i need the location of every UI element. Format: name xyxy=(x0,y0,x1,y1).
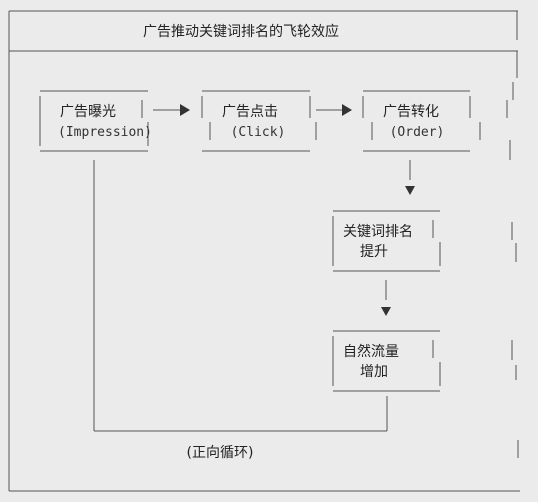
arrow-click-to-order xyxy=(316,104,352,116)
arrow-impression-to-click xyxy=(153,104,190,116)
order-label: 广告转化 xyxy=(383,104,439,120)
node-traffic: 自然流量 增加 xyxy=(332,330,441,392)
traffic-label-line2: 增加 xyxy=(360,364,388,380)
click-sublabel: (Click) xyxy=(231,125,286,140)
node-impression: 广告曝光 (Impression) xyxy=(39,90,152,152)
diagram-title: 广告推动关键词排名的飞轮效应 xyxy=(143,23,339,40)
loop-label: (正向循环) xyxy=(187,445,254,461)
click-label: 广告点击 xyxy=(222,104,278,120)
traffic-label-line1: 自然流量 xyxy=(343,343,399,360)
feedback-loop xyxy=(93,160,388,432)
ranking-label-line2: 提升 xyxy=(360,244,388,260)
node-order: 广告转化 (Order) xyxy=(362,90,481,152)
arrow-order-to-ranking xyxy=(405,160,415,195)
ranking-label-line1: 关键词排名 xyxy=(343,224,413,240)
arrow-ranking-to-traffic xyxy=(381,280,391,316)
impression-label: 广告曝光 xyxy=(60,104,116,120)
order-sublabel: (Order) xyxy=(390,125,445,140)
node-click: 广告点击 (Click) xyxy=(201,90,317,152)
node-ranking: 关键词排名 提升 xyxy=(332,210,441,272)
outer-frame xyxy=(8,10,520,492)
impression-sublabel: (Impression) xyxy=(58,125,152,140)
